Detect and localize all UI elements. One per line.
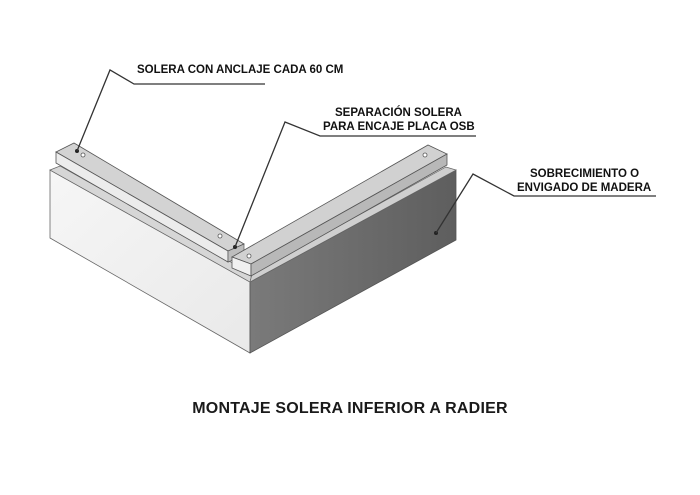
leader-lines [76,69,656,248]
leader-solera-anclaje [76,69,265,152]
leader-sobrecimiento [435,173,656,234]
anchor-bolt-icon [80,152,86,158]
sill-right-side [250,153,448,277]
label-solera-anclaje: SOLERA CON ANCLAJE CADA 60 CM [137,64,344,76]
anchor-bolt-icon [217,233,223,239]
foundation-block [49,165,457,354]
sill-plate-right [231,144,448,277]
label-sobrecimiento-line2: ENVIGADO DE MADERA [517,182,652,194]
foundation-top-ledge-right [249,166,457,283]
diagram-title: MONTAJE SOLERA INFERIOR A RADIER [192,400,508,417]
anchor-bolt-icon [246,253,252,259]
label-sobrecimiento-line1: SOBRECIMIENTO O [530,168,640,180]
label-separacion-line1: SEPARACIÓN SOLERA [335,107,462,119]
label-separacion-line2: PARA ENCAJE PLACA OSB [323,121,475,133]
anchor-bolt-icon [422,152,428,158]
leader-separacion [234,121,476,248]
